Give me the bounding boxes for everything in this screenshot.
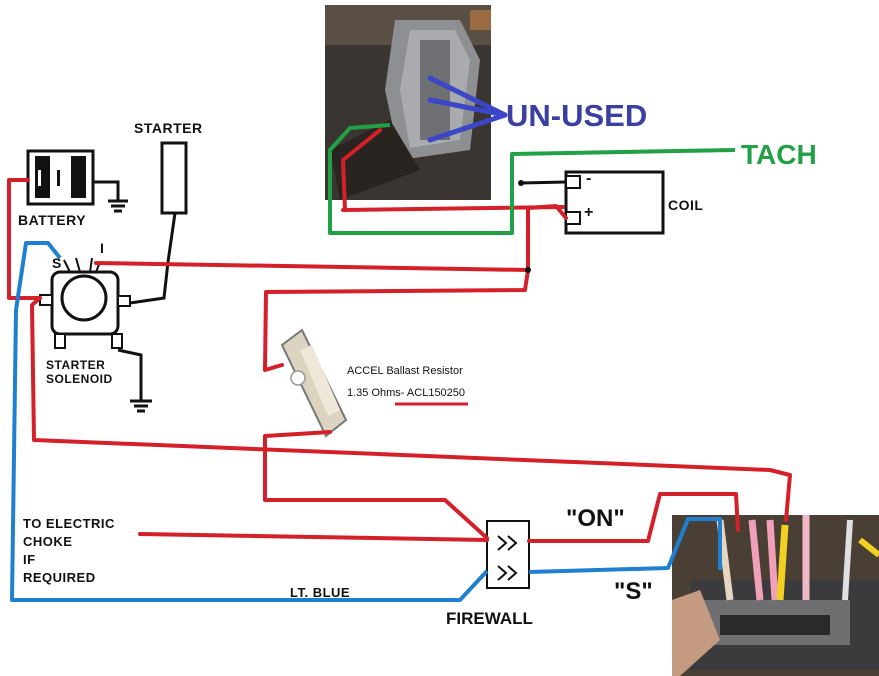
coil-label: COIL bbox=[668, 197, 704, 213]
battery-symbol bbox=[26, 149, 95, 206]
blue-wires bbox=[10, 241, 722, 602]
lt-blue-label: LT. BLUE bbox=[290, 585, 351, 600]
coil-symbol bbox=[564, 170, 665, 235]
firewall-label: FIREWALL bbox=[446, 609, 533, 628]
starter-symbol bbox=[160, 141, 188, 215]
resistor-label-line2: 1.35 Ohms- ACL150250 bbox=[347, 387, 465, 399]
choke-label-line2: CHOKE bbox=[23, 534, 73, 549]
starter-label: STARTER bbox=[134, 120, 203, 136]
resistor-part-number: ACL150250 bbox=[406, 387, 466, 399]
s-label: "S" bbox=[614, 578, 653, 605]
ballast-resistor-symbol bbox=[280, 328, 348, 438]
on-label: "ON" bbox=[566, 505, 625, 532]
coil-minus-label: - bbox=[586, 170, 592, 187]
coil-plus-label: + bbox=[584, 204, 594, 221]
tach-label: TACH bbox=[741, 139, 817, 170]
solenoid-label-line1: STARTER bbox=[46, 358, 106, 372]
green-wires bbox=[328, 123, 736, 235]
resistor-ohms-text: 1.35 Ohms- bbox=[347, 387, 405, 399]
unused-arrows bbox=[427, 75, 508, 143]
solenoid-s-label: S bbox=[52, 255, 62, 271]
distributor-photo bbox=[325, 5, 491, 200]
unused-label: UN-USED bbox=[506, 98, 648, 133]
junction-dots bbox=[518, 180, 531, 273]
solenoid-ground-symbol bbox=[117, 348, 152, 413]
choke-label-line4: REQUIRED bbox=[23, 570, 96, 585]
solenoid-i-label: I bbox=[100, 240, 105, 256]
resistor-label-line1: ACCEL Ballast Resistor bbox=[347, 365, 463, 377]
firewall-connector-symbol bbox=[486, 520, 530, 589]
battery-ground-symbol bbox=[93, 180, 128, 213]
solenoid-label-line2: SOLENOID bbox=[46, 372, 113, 386]
red-wires bbox=[7, 128, 792, 543]
battery-label: BATTERY bbox=[18, 212, 87, 228]
ignition-switch-photo bbox=[672, 515, 879, 676]
choke-label-line1: TO ELECTRIC bbox=[23, 516, 115, 531]
black-wires bbox=[129, 180, 567, 305]
choke-label-line3: IF bbox=[23, 552, 36, 567]
starter-solenoid-symbol bbox=[39, 257, 131, 349]
